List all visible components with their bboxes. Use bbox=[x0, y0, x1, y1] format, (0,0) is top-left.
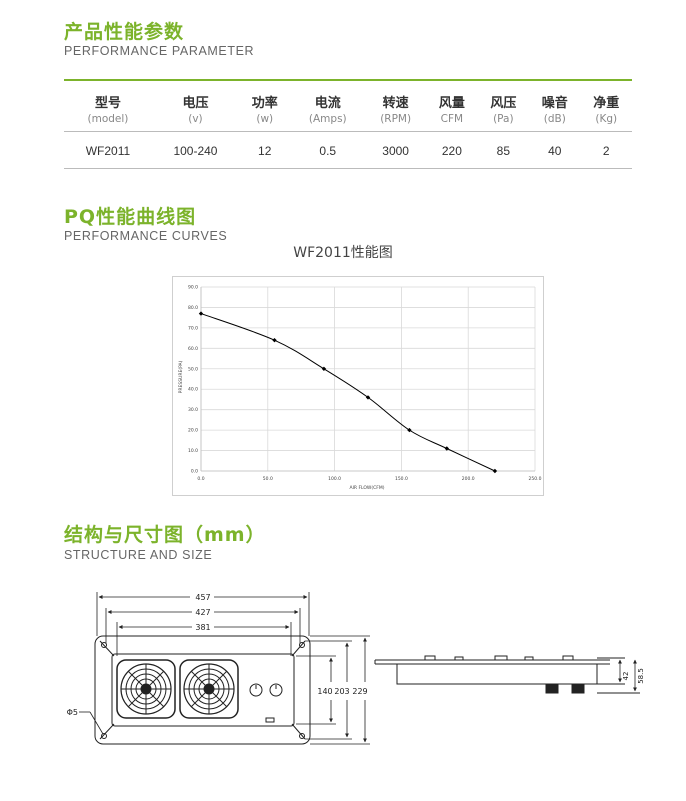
spec-unit: (v) bbox=[151, 111, 240, 132]
spec-table: 型号 电压 功率 电流 转速 风量 风压 噪音 净重 (model) (v) (… bbox=[64, 84, 632, 169]
spec-header: 转速 bbox=[382, 96, 409, 111]
x-tick-label: 200.0 bbox=[462, 476, 475, 482]
data-point bbox=[198, 311, 204, 316]
spec-unit: (w) bbox=[239, 111, 291, 132]
spec-value: 85 bbox=[477, 131, 530, 169]
data-point bbox=[365, 395, 371, 400]
fan-icon bbox=[179, 659, 239, 719]
spec-header: 型号 bbox=[94, 96, 121, 111]
spec-header: 风量 bbox=[438, 96, 465, 111]
knob-icon bbox=[269, 683, 283, 697]
section-subtitle-structure: STRUCTURE AND SIZE bbox=[64, 548, 213, 562]
mount-hole bbox=[299, 642, 305, 648]
y-tick-label: 10.0 bbox=[188, 448, 198, 454]
dim-42: 42 bbox=[622, 672, 630, 681]
plate-outline bbox=[94, 635, 311, 745]
spec-unit: (Amps) bbox=[290, 111, 366, 132]
spec-header: 净重 bbox=[593, 96, 620, 111]
data-point bbox=[321, 366, 327, 371]
dim-427: 427 bbox=[195, 608, 210, 617]
x-tick-label: 100.0 bbox=[328, 476, 341, 482]
mount-hole bbox=[101, 733, 107, 739]
spec-header: 电压 bbox=[182, 96, 209, 111]
y-tick-label: 80.0 bbox=[188, 305, 198, 311]
spec-value: 0.5 bbox=[290, 131, 366, 169]
pq-chart-frame: 0.0 10.0 20.0 30.0 40.0 50.0 60.0 70.0 80.0 90.0 0… bbox=[172, 276, 544, 496]
section-subtitle-performance: PERFORMANCE PARAMETER bbox=[64, 44, 255, 58]
spec-unit: CFM bbox=[426, 111, 478, 132]
y-tick-label: 60.0 bbox=[188, 346, 198, 352]
dim-381: 381 bbox=[195, 623, 210, 632]
fan-icon bbox=[116, 659, 176, 719]
spec-value: 2 bbox=[580, 131, 632, 169]
spec-header: 风压 bbox=[490, 96, 517, 111]
spec-unit: (dB) bbox=[529, 111, 581, 132]
spec-header: 功率 bbox=[251, 96, 278, 111]
data-point bbox=[492, 468, 498, 474]
chart-title: WF2011性能图 bbox=[293, 245, 393, 261]
section-divider bbox=[64, 79, 632, 81]
data-point bbox=[444, 446, 450, 451]
spec-value: 100-240 bbox=[151, 131, 240, 169]
side-view bbox=[374, 655, 640, 694]
dim-58-5: 58.5 bbox=[637, 668, 645, 684]
y-tick-label: 0.0 bbox=[191, 469, 198, 475]
x-tick-label: 150.0 bbox=[395, 476, 408, 482]
dim-457: 457 bbox=[195, 593, 210, 602]
dim-203: 203 bbox=[334, 687, 349, 696]
dim-140: 140 bbox=[317, 687, 332, 696]
knob-icon bbox=[249, 683, 263, 697]
spec-unit: (Pa) bbox=[477, 111, 530, 132]
y-tick-label: 90.0 bbox=[188, 285, 198, 291]
spec-header: 噪音 bbox=[541, 96, 568, 111]
x-axis-label: AIR FLOW(CFM) bbox=[349, 485, 384, 491]
y-tick-label: 50.0 bbox=[188, 366, 198, 372]
spec-value: 40 bbox=[529, 131, 581, 169]
data-point bbox=[272, 337, 277, 343]
dim-phi5: Φ5 bbox=[67, 708, 78, 717]
section-title-structure: 结构与尺寸图（mm） bbox=[64, 524, 266, 546]
y-axis-label: PRESSURE(PA) bbox=[178, 360, 184, 393]
section-title-performance: 产品性能参数 bbox=[64, 21, 185, 43]
section-subtitle-curves: PERFORMANCE CURVES bbox=[64, 229, 228, 243]
y-tick-label: 30.0 bbox=[188, 407, 198, 413]
mount-hole bbox=[101, 642, 107, 648]
y-tick-label: 40.0 bbox=[188, 387, 198, 393]
y-tick-label: 70.0 bbox=[188, 325, 198, 331]
x-tick-label: 250.0 bbox=[529, 476, 542, 482]
spec-value: 12 bbox=[239, 131, 291, 169]
pq-chart: 0.0 10.0 20.0 30.0 40.0 50.0 60.0 70.0 80.0 90.0 0… bbox=[178, 285, 542, 492]
spec-unit: (RPM) bbox=[365, 111, 427, 132]
spec-value: WF2011 bbox=[64, 131, 152, 169]
x-tick-label: 0.0 bbox=[197, 476, 204, 482]
data-point bbox=[407, 427, 412, 433]
top-view bbox=[94, 635, 311, 745]
connector bbox=[265, 717, 275, 723]
spec-header: 电流 bbox=[314, 96, 341, 111]
section-title-curves: PQ性能曲线图 bbox=[64, 206, 197, 228]
plate-panel bbox=[111, 653, 295, 727]
spec-value: 220 bbox=[426, 131, 478, 169]
x-tick-label: 50.0 bbox=[263, 476, 273, 482]
y-tick-label: 20.0 bbox=[188, 428, 198, 434]
dim-229: 229 bbox=[352, 687, 367, 696]
spec-value: 3000 bbox=[365, 131, 427, 169]
spec-unit: (model) bbox=[64, 111, 152, 132]
mount-hole bbox=[299, 733, 305, 739]
spec-unit: (Kg) bbox=[580, 111, 632, 132]
